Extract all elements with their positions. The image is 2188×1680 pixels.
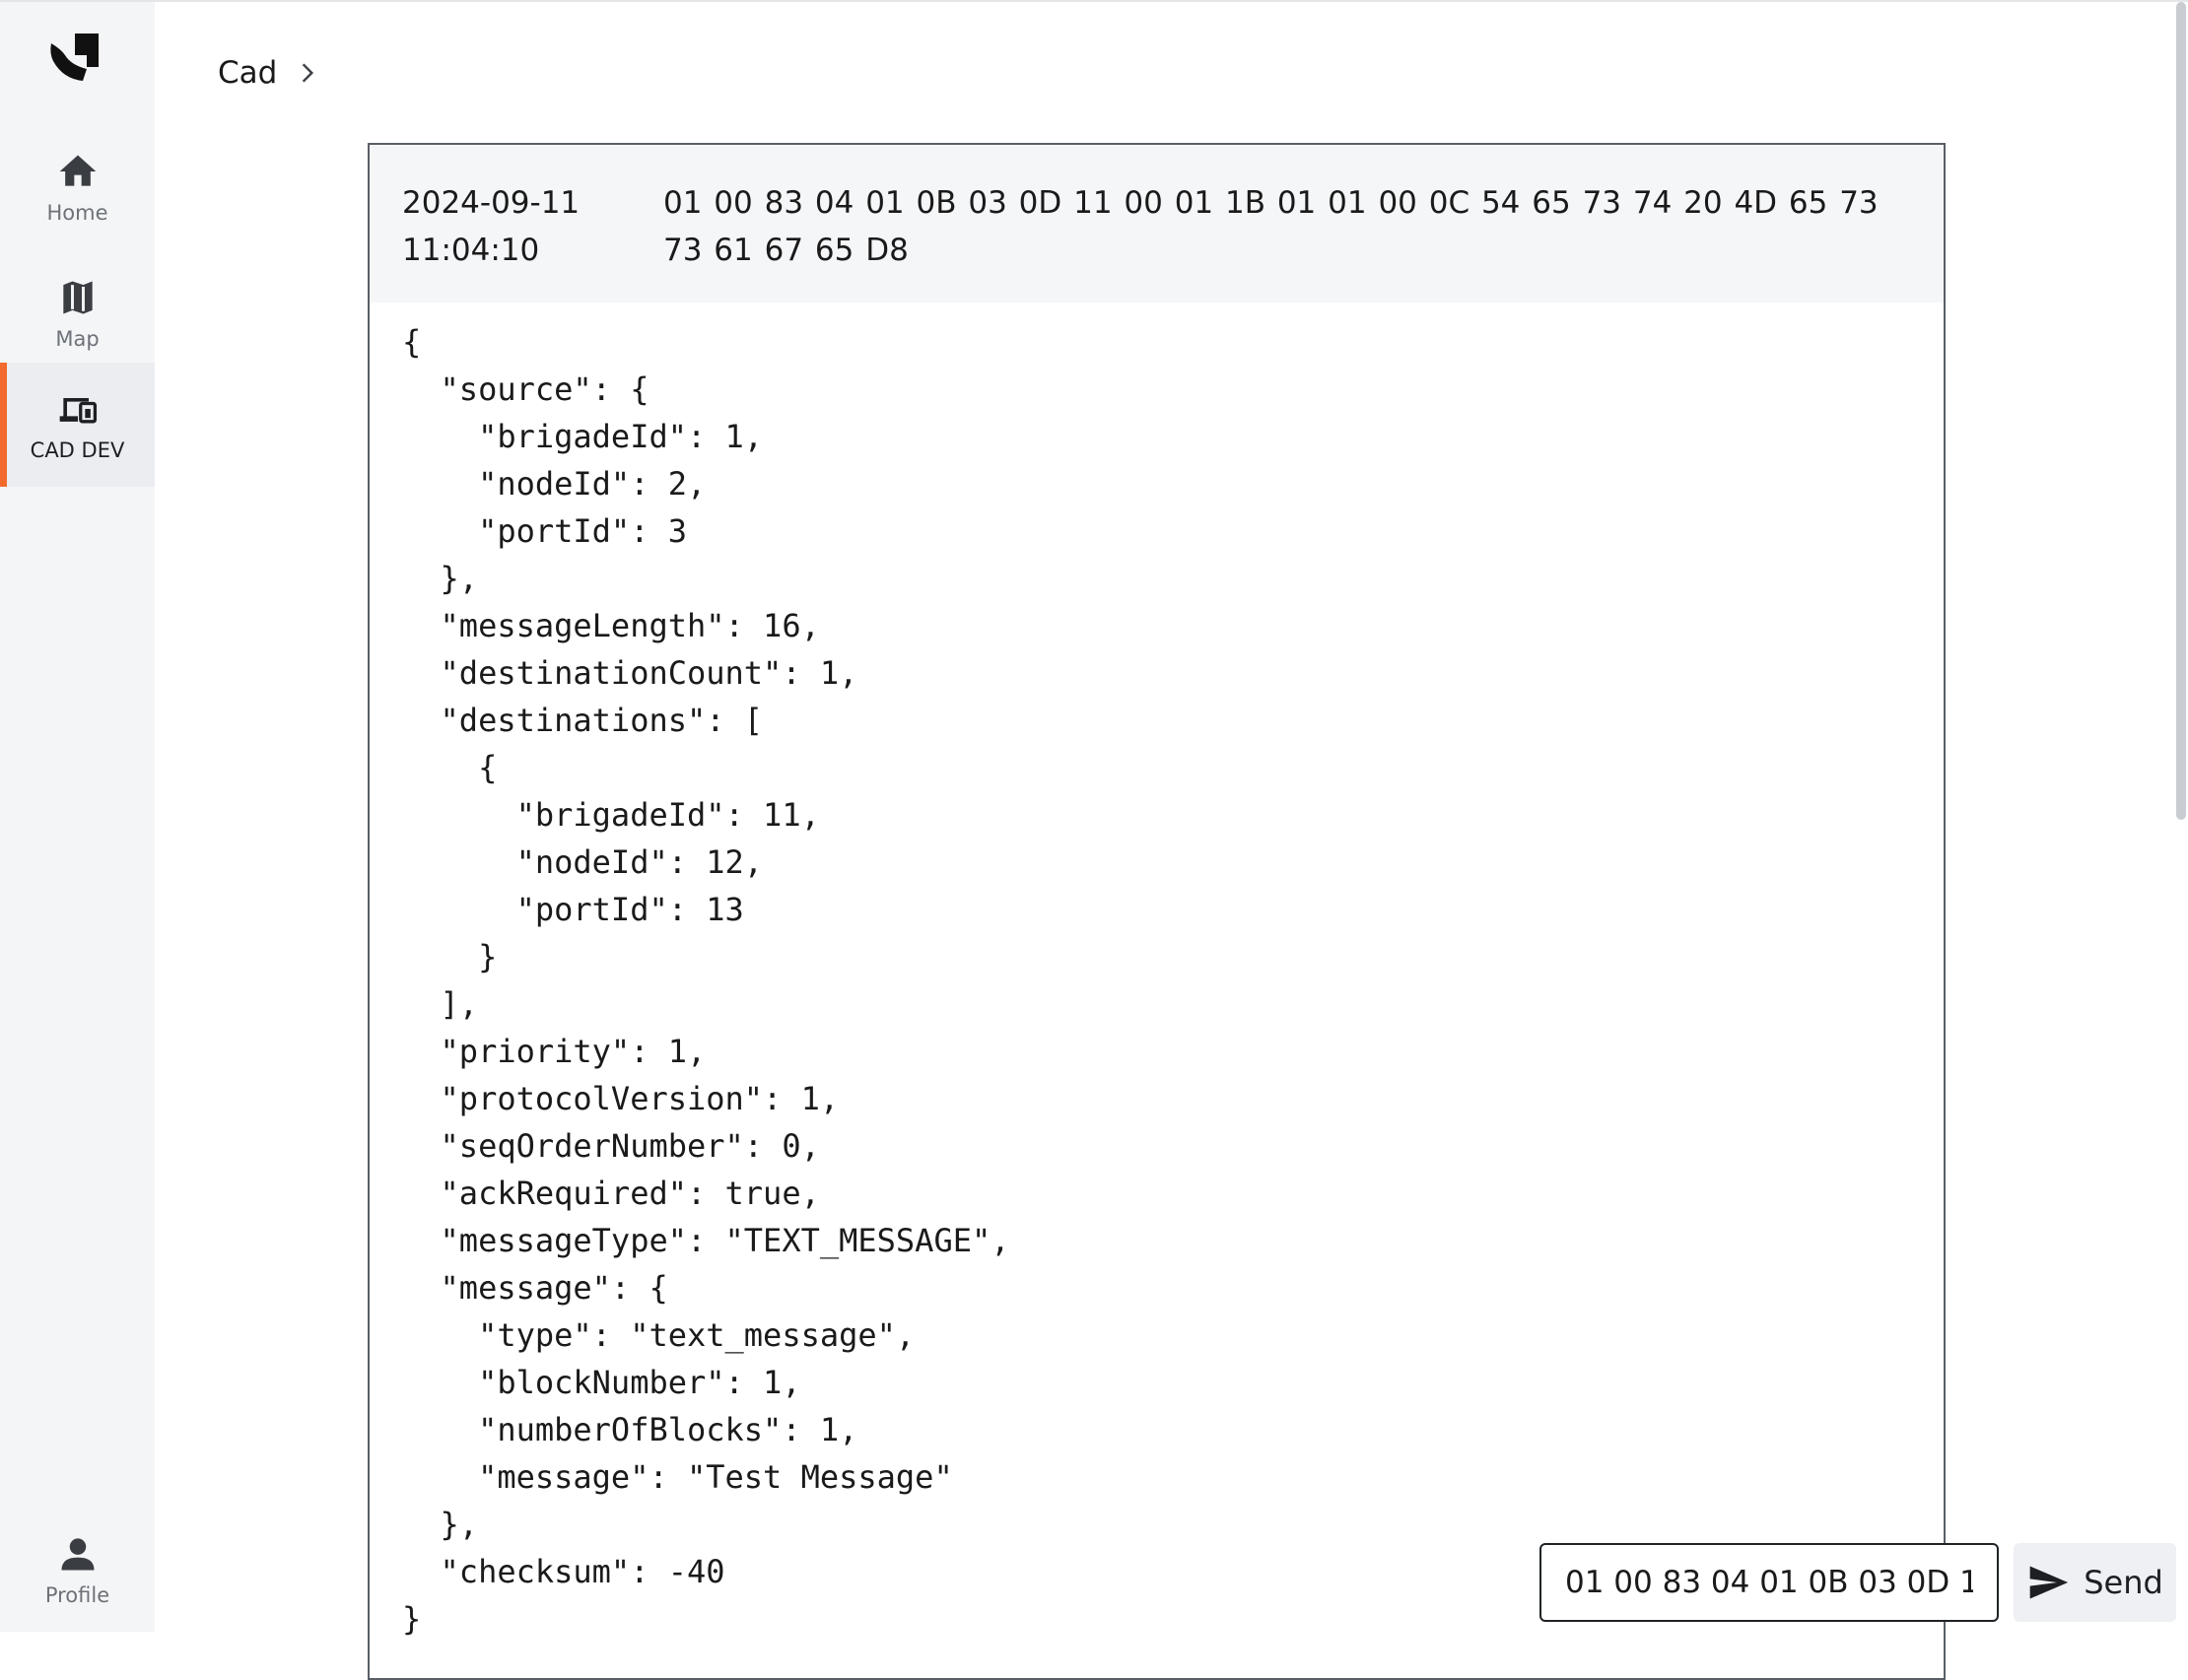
sidebar-item-label: Home: [46, 201, 108, 225]
home-icon: [59, 155, 96, 186]
send-button-label: Send: [2084, 1564, 2163, 1601]
send-button[interactable]: Send: [2014, 1543, 2176, 1622]
sidebar-item-cad-dev[interactable]: CAD DEV: [0, 363, 155, 487]
person-icon: [61, 1538, 94, 1571]
breadcrumb: Cad: [218, 51, 320, 95]
hex-message-input[interactable]: [1539, 1543, 1999, 1622]
map-icon: [62, 281, 93, 314]
sidebar: Home Map CAD DEV Profile: [0, 2, 155, 1632]
decoded-message-json: { "source": { "brigadeId": 1, "nodeId": …: [402, 323, 1010, 1638]
send-icon: [2029, 1566, 2069, 1599]
sidebar-item-label: CAD DEV: [30, 438, 125, 462]
chevron-right-icon: [303, 63, 314, 83]
devices-icon: [59, 398, 97, 424]
sidebar-item-profile[interactable]: Profile: [0, 1508, 155, 1632]
sidebar-item-map[interactable]: Map: [0, 251, 155, 375]
page-scrollbar[interactable]: [2176, 2, 2186, 820]
top-border: [0, 0, 2188, 2]
sidebar-item-home[interactable]: Home: [0, 125, 155, 249]
sidebar-item-label: Map: [55, 327, 100, 351]
sidebar-item-label: Profile: [44, 1583, 110, 1607]
breadcrumb-item[interactable]: Cad: [218, 55, 278, 91]
message-timestamp: 2024-09-11 11:04:10: [402, 185, 581, 268]
message-card: 2024-09-11 11:04:10 01 00 83 04 01 0B 03…: [368, 143, 1946, 1680]
app-logo: [50, 34, 99, 81]
message-header: 2024-09-11 11:04:10 01 00 83 04 01 0B 03…: [370, 145, 1944, 302]
message-hex: 01 00 83 04 01 0B 03 0D 11 00 01 1B 01 0…: [663, 185, 1879, 268]
